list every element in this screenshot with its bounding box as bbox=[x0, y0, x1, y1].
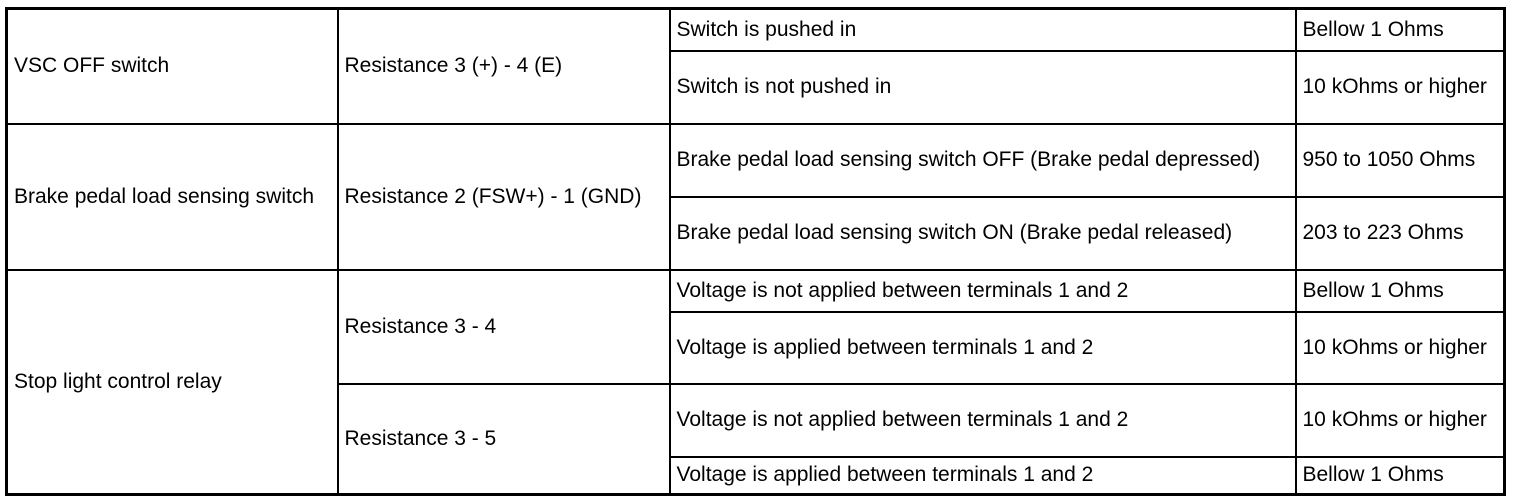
condition-cell: Voltage is applied between terminals 1 a… bbox=[668, 310, 1297, 385]
condition-cell: Voltage is applied between terminals 1 a… bbox=[668, 455, 1297, 496]
spec-cell: 10 kOhms or higher bbox=[1294, 310, 1506, 385]
condition-cell: Voltage is not applied between terminals… bbox=[668, 268, 1297, 313]
component-cell: Stop light control relay bbox=[5, 268, 339, 496]
condition-cell: Switch is not pushed in bbox=[668, 49, 1297, 125]
table-row: Voltage is applied between terminals 1 a… bbox=[7, 455, 1506, 496]
table-row: Brake pedal load sensing switch Resistan… bbox=[5, 122, 1506, 271]
measurement-cell: Resistance 3 (+) - 4 (E) bbox=[336, 7, 671, 125]
table-row: Resistance 3 - 5 Voltage is not applied … bbox=[7, 382, 1506, 496]
condition-cell: Brake pedal load sensing switch ON (Brak… bbox=[668, 195, 1297, 271]
table-row: VSC OFF switch Resistance 3 (+) - 4 (E) … bbox=[5, 7, 1506, 125]
table-row: Brake pedal load sensing switch ON (Brak… bbox=[7, 195, 1506, 271]
condition-cell: Brake pedal load sensing switch OFF (Bra… bbox=[668, 122, 1297, 198]
component-cell: VSC OFF switch bbox=[5, 7, 339, 125]
condition-cell: Voltage is not applied between terminals… bbox=[668, 382, 1297, 458]
spec-cell: Bellow 1 Ohms bbox=[1294, 7, 1506, 52]
inspection-table: VSC OFF switch Resistance 3 (+) - 4 (E) … bbox=[5, 7, 1506, 496]
spec-cell: 203 to 223 Ohms bbox=[1294, 195, 1506, 271]
spec-cell: Bellow 1 Ohms bbox=[1294, 455, 1506, 496]
measurement-cell: Resistance 3 - 5 bbox=[336, 382, 671, 496]
condition-cell: Switch is pushed in bbox=[668, 7, 1297, 52]
spec-cell: 10 kOhms or higher bbox=[1294, 382, 1506, 458]
spec-cell: 950 to 1050 Ohms bbox=[1294, 122, 1506, 198]
component-cell: Brake pedal load sensing switch bbox=[5, 122, 339, 271]
table-row: Voltage is applied between terminals 1 a… bbox=[7, 310, 1506, 385]
spec-cell: 10 kOhms or higher bbox=[1294, 49, 1506, 125]
spec-cell: Bellow 1 Ohms bbox=[1294, 268, 1506, 313]
measurement-cell: Resistance 3 - 4 bbox=[336, 268, 671, 385]
table-row: Switch is not pushed in 10 kOhms or high… bbox=[7, 49, 1506, 125]
table-row: Stop light control relay Resistance 3 - … bbox=[5, 268, 1506, 496]
measurement-cell: Resistance 2 (FSW+) - 1 (GND) bbox=[336, 122, 671, 271]
